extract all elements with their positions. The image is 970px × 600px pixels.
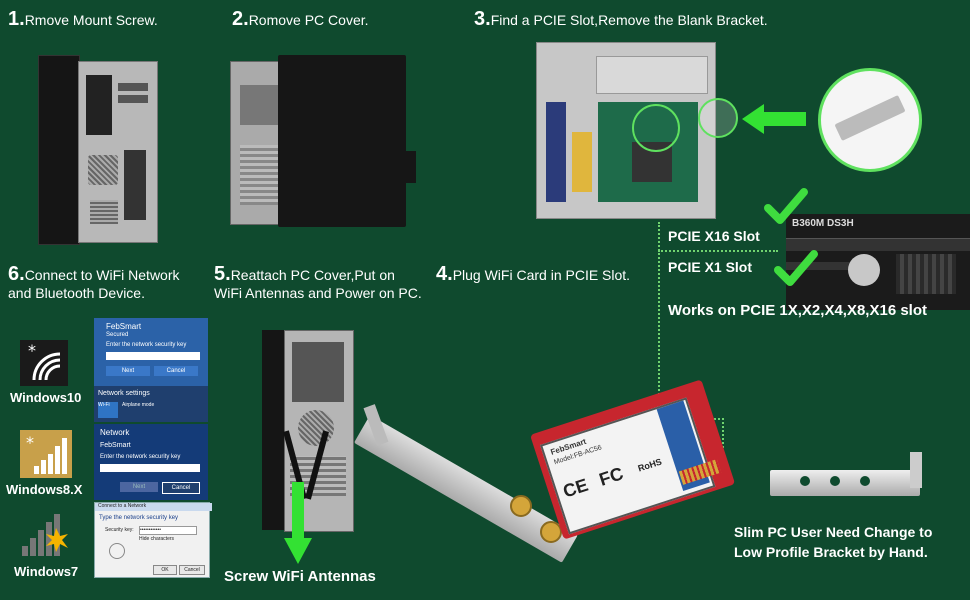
win7-dialog: Connect to a Network Type the network se… [94,502,212,578]
open-pc-image [536,42,738,222]
win8-dialog: Network FebSmart Enter the network secur… [94,424,208,500]
svg-text:*: * [28,341,36,360]
blank-bracket-image [818,68,922,172]
arrow-left-icon [742,104,806,134]
win7-key-input[interactable]: •••••••••••• [139,526,197,535]
win10-next-button[interactable]: Next [106,366,150,376]
win10-dialog: FebSmart Secured Enter the network secur… [94,318,208,422]
slot-highlight-circle [632,104,680,152]
win7-hide-checkbox[interactable]: Hide characters [139,536,175,542]
step-3-title: 3.Find a PCIE Slot,Remove the Blank Brac… [474,8,768,30]
step-1-title: 1.Rmove Mount Screw. [8,8,158,30]
works-on-label: Works on PCIE 1X,X2,X4,X8,X16 slot [668,302,927,319]
win8-next-button[interactable]: Next [120,482,158,492]
step-6-title: 6.Connect to WiFi Network and Bluetooth … [8,263,180,301]
fc-mark: FC [596,463,626,490]
step-2-title: 2.Romove PC Cover. [232,8,369,30]
guide-line-top [658,250,778,252]
windows10-wifi-icon: * [20,340,68,386]
pc-cover-image [230,55,420,230]
win8-key-input[interactable] [100,464,200,472]
windows8-wifi-icon: * [20,430,72,478]
guide-line-vertical [658,222,660,418]
check-x1-icon [774,250,818,286]
rohs-mark: RoHS [636,456,664,474]
win10-key-input[interactable] [106,352,200,360]
windows7-label: Windows7 [14,564,79,579]
win10-cancel-button[interactable]: Cancel [154,366,198,376]
slim-pc-note: Slim PC User Need Change to Low Profile … [734,524,933,560]
low-profile-bracket-image [770,452,930,508]
win10-wifi-tile[interactable]: Wi-Fi [98,402,118,418]
wifi-card-image: FebSmart Model:FB-AC56 CE FC RoHS [350,379,740,595]
windows8-label: Windows8.X [6,482,83,497]
pcie-x16-label: PCIE X16 Slot [668,228,760,244]
win7-router-icon [109,543,125,559]
screw-antennas-label: Screw WiFi Antennas [224,568,376,585]
step-5-title: 5.Reattach PC Cover,Put on WiFi Antennas… [214,263,422,301]
windows7-wifi-icon [18,508,72,558]
arrow-down-icon [284,482,312,564]
pc-with-antennas-image [262,330,354,532]
step-4-title: 4.Plug WiFi Card in PCIE Slot. [436,263,631,285]
ce-mark: CE [560,474,591,502]
win7-cancel-button[interactable]: Cancel [179,565,205,575]
win7-ok-button[interactable]: OK [153,565,177,575]
svg-text:*: * [26,433,34,452]
motherboard-closeup-image: B360M DS3H [786,214,970,310]
windows10-label: Windows10 [10,390,82,405]
check-x16-icon [764,188,808,224]
bracket-highlight-circle [698,98,738,138]
pc-tower-image [38,55,158,245]
win8-cancel-button[interactable]: Cancel [162,482,200,494]
pcie-x1-label: PCIE X1 Slot [668,259,753,275]
